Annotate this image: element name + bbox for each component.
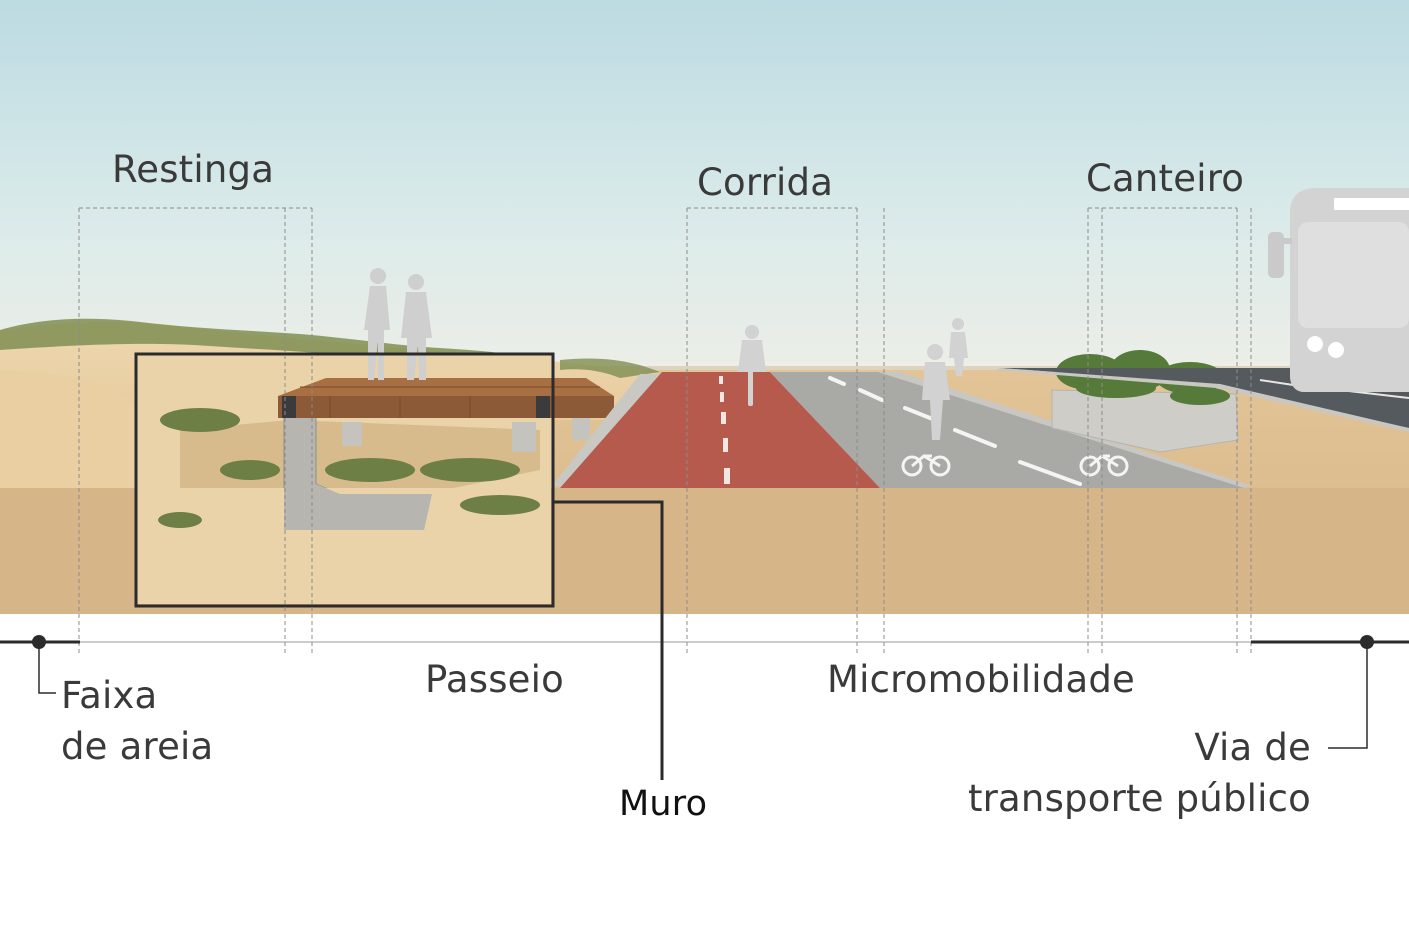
- wooden-deck-front: [278, 396, 614, 418]
- leader-faixa: [38, 642, 56, 694]
- label-canteiro: Canteiro: [1086, 157, 1245, 200]
- running-lane-dashes: [719, 376, 730, 484]
- label-faixa-areia-line1: Faixa: [61, 674, 158, 717]
- dimension-guides: [78, 208, 1252, 656]
- support-block: [512, 422, 536, 452]
- bus-silhouette: [1268, 188, 1409, 392]
- wall-lower: [284, 484, 432, 530]
- support-block: [342, 422, 362, 446]
- leader-muro: [553, 500, 664, 780]
- grass-tufts-lower: [158, 495, 540, 528]
- people-silhouettes: [364, 268, 432, 380]
- running-lane: [560, 372, 880, 488]
- dune-vegetation-2: [560, 358, 660, 378]
- leader-via: [1328, 642, 1368, 749]
- base-band: [0, 614, 1409, 939]
- bike-symbol: [901, 454, 1129, 477]
- label-micromobilidade: Micromobilidade: [827, 658, 1135, 701]
- label-restinga: Restinga: [112, 148, 275, 191]
- label-via-line1: Via de: [1194, 726, 1311, 769]
- label-via-line2: transporte público: [967, 777, 1311, 820]
- label-passeio: Passeio: [425, 658, 564, 701]
- label-faixa-areia-line2: de areia: [61, 725, 214, 768]
- micromobility-markings: [828, 376, 1082, 486]
- label-muro: Muro: [619, 784, 708, 824]
- pedestrian-silhouettes: [922, 318, 968, 440]
- deck-beam: [282, 396, 296, 418]
- support-block: [572, 416, 590, 440]
- cyclist-silhouette: [738, 325, 766, 406]
- micromobility-lane: [770, 372, 1246, 488]
- deck-beam: [536, 396, 550, 418]
- inset-frame-lower: [134, 352, 555, 608]
- label-corrida: Corrida: [697, 161, 834, 204]
- deck-planks: [300, 386, 600, 418]
